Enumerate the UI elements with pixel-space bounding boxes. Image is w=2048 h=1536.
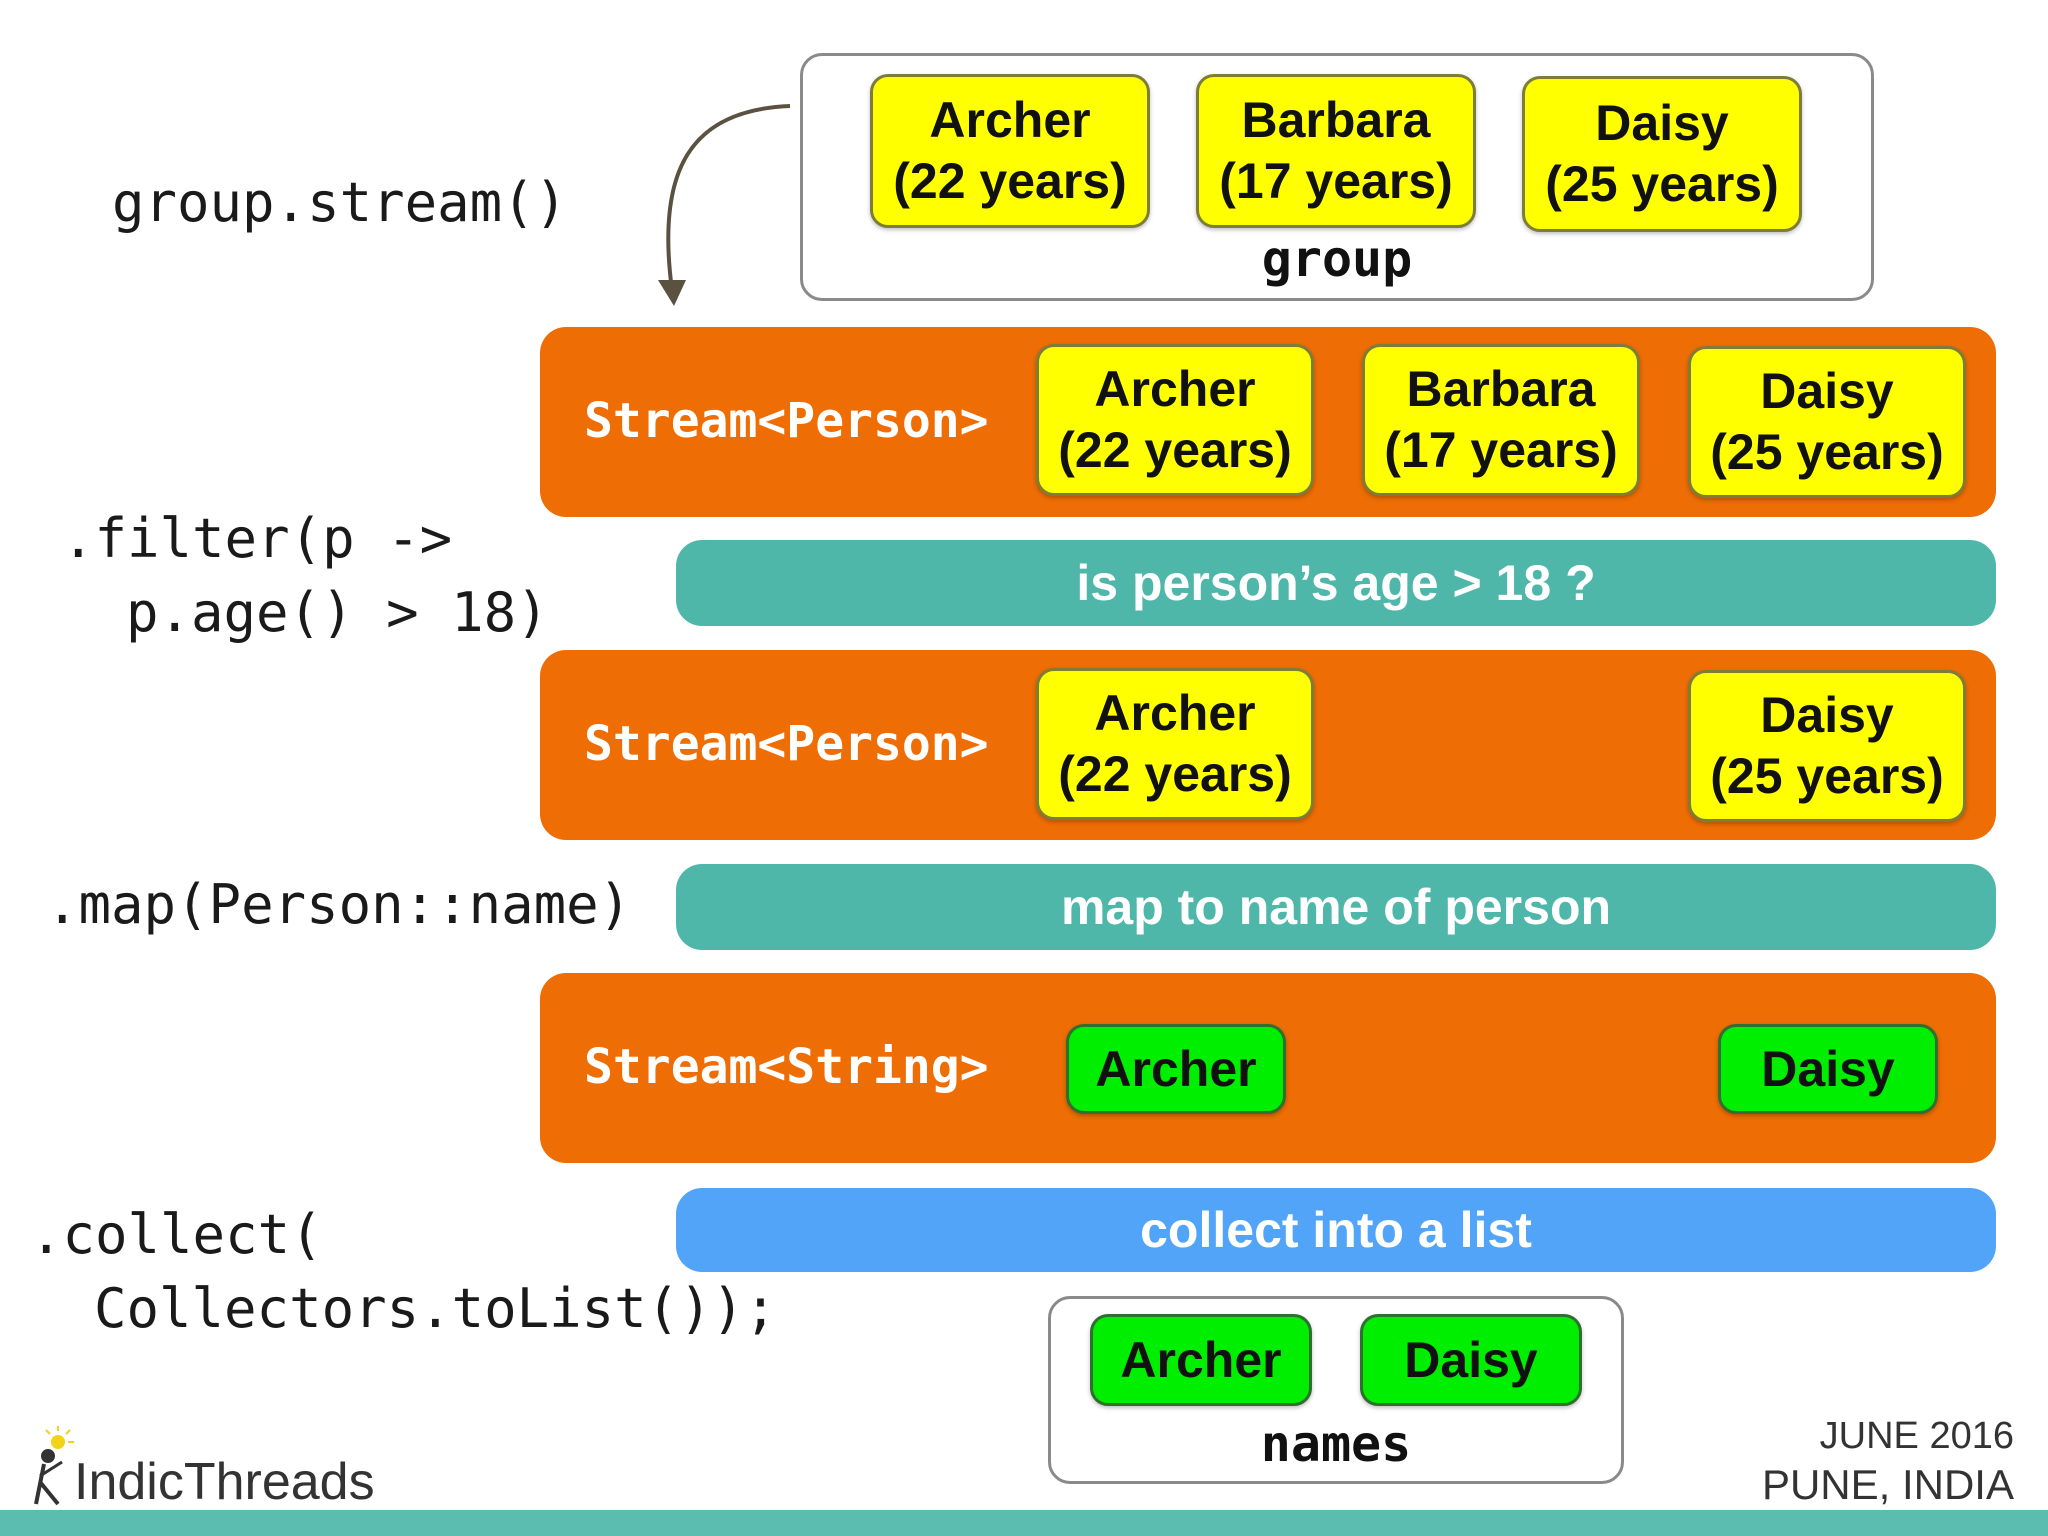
- group-person-card-archer: Archer (22 years): [870, 74, 1150, 228]
- stream3-name-card-archer: Archer: [1066, 1024, 1286, 1114]
- group-person-card-daisy: Daisy (25 years): [1522, 76, 1802, 232]
- person-name: Daisy: [1760, 363, 1894, 419]
- person-name: Barbara: [1241, 92, 1431, 148]
- stream-type-label: Stream<String>: [584, 1039, 989, 1095]
- result-name-card-archer: Archer: [1090, 1314, 1312, 1406]
- code-collect-line2: Collectors.toList());: [94, 1277, 777, 1340]
- names-label: names: [1260, 1415, 1412, 1473]
- person-age: (25 years): [1710, 424, 1944, 480]
- event-date: JUNE 2016: [1819, 1415, 2014, 1457]
- person-name: Archer: [1094, 361, 1256, 417]
- code-stream: group.stream(): [112, 171, 568, 234]
- stream3-name-card-daisy: Daisy: [1718, 1024, 1938, 1114]
- indicthreads-logo-icon: [34, 1426, 74, 1506]
- person-age: (22 years): [1058, 422, 1292, 478]
- stream-arrow-icon: [658, 104, 791, 306]
- stream1-person-card-daisy: Daisy (25 years): [1688, 346, 1966, 498]
- code-collect-line1: .collect(: [30, 1203, 323, 1266]
- collect-operation: collect into a list: [676, 1188, 1996, 1272]
- name-text: Archer: [1120, 1331, 1282, 1388]
- code-filter-line1: .filter(p ->: [62, 507, 453, 570]
- code-filter-line2: p.age() > 18): [126, 581, 549, 644]
- person-age: (22 years): [1058, 746, 1292, 802]
- footer-bar: [0, 1510, 2048, 1536]
- person-name: Daisy: [1595, 95, 1729, 151]
- person-name: Archer: [1094, 685, 1256, 741]
- code-map: .map(Person::name): [46, 873, 632, 936]
- map-operation: map to name of person: [676, 864, 1996, 950]
- name-text: Daisy: [1761, 1040, 1895, 1097]
- person-age: (17 years): [1219, 153, 1453, 209]
- name-text: Daisy: [1404, 1331, 1538, 1388]
- person-name: Archer: [929, 92, 1091, 148]
- filter-operation: is person’s age > 18 ?: [676, 540, 1996, 626]
- stream1-person-card-barbara: Barbara (17 years): [1362, 344, 1640, 496]
- person-age: (25 years): [1545, 156, 1779, 212]
- event-place: PUNE, INDIA: [1761, 1461, 2014, 1508]
- stream1-person-card-archer: Archer (22 years): [1036, 344, 1314, 496]
- result-name-card-daisy: Daisy: [1360, 1314, 1582, 1406]
- person-age: (25 years): [1710, 748, 1944, 804]
- person-name: Barbara: [1406, 361, 1596, 417]
- name-text: Archer: [1095, 1040, 1257, 1097]
- stream2-person-card-archer: Archer (22 years): [1036, 668, 1314, 820]
- stream2-person-card-daisy: Daisy (25 years): [1688, 670, 1966, 822]
- group-label: group: [1261, 230, 1413, 288]
- stream-type-label: Stream<Person>: [584, 716, 989, 772]
- person-age: (22 years): [893, 153, 1127, 209]
- person-age: (17 years): [1384, 422, 1618, 478]
- group-person-card-barbara: Barbara (17 years): [1196, 74, 1476, 228]
- indicthreads-logo-text: IndicThreads: [74, 1453, 375, 1511]
- person-name: Daisy: [1760, 687, 1894, 743]
- stream-type-label: Stream<Person>: [584, 393, 989, 449]
